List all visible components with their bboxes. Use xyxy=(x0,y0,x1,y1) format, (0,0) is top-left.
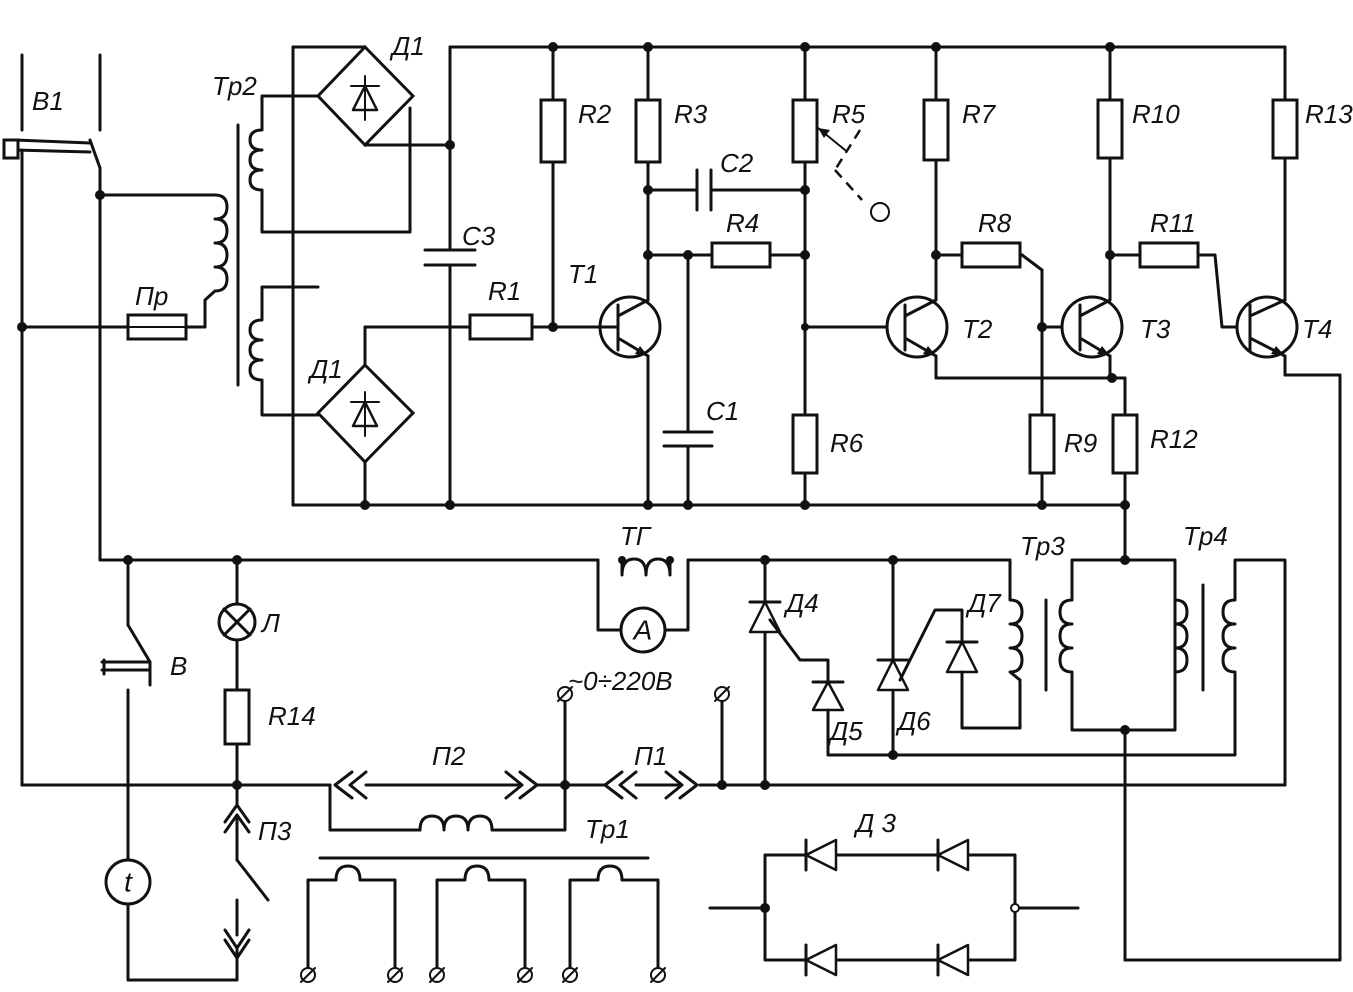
resistor-r4 xyxy=(646,241,810,269)
label-r6: R6 xyxy=(830,428,864,458)
label-r10: R10 xyxy=(1132,99,1180,129)
label-r3: R3 xyxy=(674,99,708,129)
label-c1: C1 xyxy=(706,396,739,426)
resistor-r6 xyxy=(791,413,819,510)
connector-p1 xyxy=(603,770,699,800)
label-r11: R11 xyxy=(1150,208,1196,238)
label-t1: T1 xyxy=(568,259,598,289)
bridge-d1-top xyxy=(315,44,455,150)
label-d6: Д6 xyxy=(895,706,931,736)
resistor-r1 xyxy=(448,313,602,341)
label-p3: П3 xyxy=(258,816,292,846)
label-p2: П2 xyxy=(432,741,466,771)
label-voltage: ~0÷220B xyxy=(568,666,673,696)
label-d4: Д4 xyxy=(783,588,819,618)
transformer-tp3 xyxy=(1008,555,1177,735)
label-r8: R8 xyxy=(978,208,1012,238)
transformer-tp4 xyxy=(891,558,1287,787)
label-t4: T4 xyxy=(1302,314,1332,344)
label-c2: C2 xyxy=(720,148,754,178)
bridge-d1-bottom xyxy=(315,325,472,510)
lamp-l xyxy=(217,558,257,692)
label-tp4: Tp4 xyxy=(1183,521,1228,551)
resistor-r12 xyxy=(1111,376,1139,562)
ammeter-a xyxy=(619,606,667,654)
thyristor-d4 xyxy=(748,558,830,787)
resistor-r11 xyxy=(1108,241,1252,329)
switch-b1 xyxy=(2,53,102,170)
label-p1: П1 xyxy=(634,741,667,771)
diode-bridge-d3 xyxy=(708,838,1080,977)
thyristor-d6 xyxy=(876,558,964,760)
potentiometer-r5 xyxy=(791,42,890,507)
label-tp2: Tp2 xyxy=(212,71,257,101)
label-r7: R7 xyxy=(962,99,997,129)
connector-p2 xyxy=(328,770,607,832)
label-tp3: Tp3 xyxy=(1020,531,1065,561)
label-r2: R2 xyxy=(578,99,612,129)
resistor-r3 xyxy=(634,42,662,302)
connector-p3 xyxy=(223,803,270,960)
terminal-0-220v xyxy=(557,686,730,787)
label-b1: B1 xyxy=(32,86,64,116)
capacitor-c3 xyxy=(423,248,477,510)
label-r5: R5 xyxy=(832,99,866,129)
label-r1: R1 xyxy=(488,276,521,306)
label-r4: R4 xyxy=(726,208,759,238)
label-d1-bottom: Д1 xyxy=(307,354,343,384)
resistor-r13 xyxy=(1271,45,1299,302)
label-t2: T2 xyxy=(962,314,993,344)
resistor-r8 xyxy=(934,241,1044,329)
transformer-tp1 xyxy=(300,856,666,983)
capacitor-c2 xyxy=(646,168,810,212)
transformer-tp2 xyxy=(203,94,412,417)
diode-d5 xyxy=(811,680,895,757)
transistor-t1 xyxy=(598,295,662,510)
transistor-t2 xyxy=(885,295,1127,383)
transistor-t4 xyxy=(1123,295,1342,962)
label-lamp: Л xyxy=(260,608,280,638)
label-ammeter: A xyxy=(632,615,653,646)
label-r14: R14 xyxy=(268,701,316,731)
thermostat-t xyxy=(104,858,239,982)
diode-d7 xyxy=(945,640,1022,730)
resistor-r9 xyxy=(1028,322,1056,510)
label-c3: C3 xyxy=(462,221,496,251)
label-thermostat: t xyxy=(124,867,133,898)
fuse-pr xyxy=(126,313,188,341)
resistor-r7 xyxy=(922,42,950,302)
switch-b xyxy=(100,558,152,862)
label-d3: Д 3 xyxy=(853,808,897,838)
label-t3: T3 xyxy=(1140,314,1171,344)
resistor-r14 xyxy=(223,688,251,807)
label-r9: R9 xyxy=(1064,428,1097,458)
label-pr: Пр xyxy=(135,281,168,311)
label-d5: Д5 xyxy=(827,716,863,746)
label-tp1: Tp1 xyxy=(585,814,630,844)
resistor-r10 xyxy=(1096,42,1124,302)
label-r13: R13 xyxy=(1305,99,1353,129)
label-tg: TГ xyxy=(620,521,652,551)
label-d7: Д7 xyxy=(965,588,1002,618)
transistor-t3 xyxy=(1060,295,1124,380)
label-r12: R12 xyxy=(1150,424,1198,454)
label-switch-b: B xyxy=(170,651,187,681)
resistor-r2 xyxy=(539,42,567,329)
label-d1-top: Д1 xyxy=(389,31,425,61)
capacitor-c1 xyxy=(662,253,714,510)
